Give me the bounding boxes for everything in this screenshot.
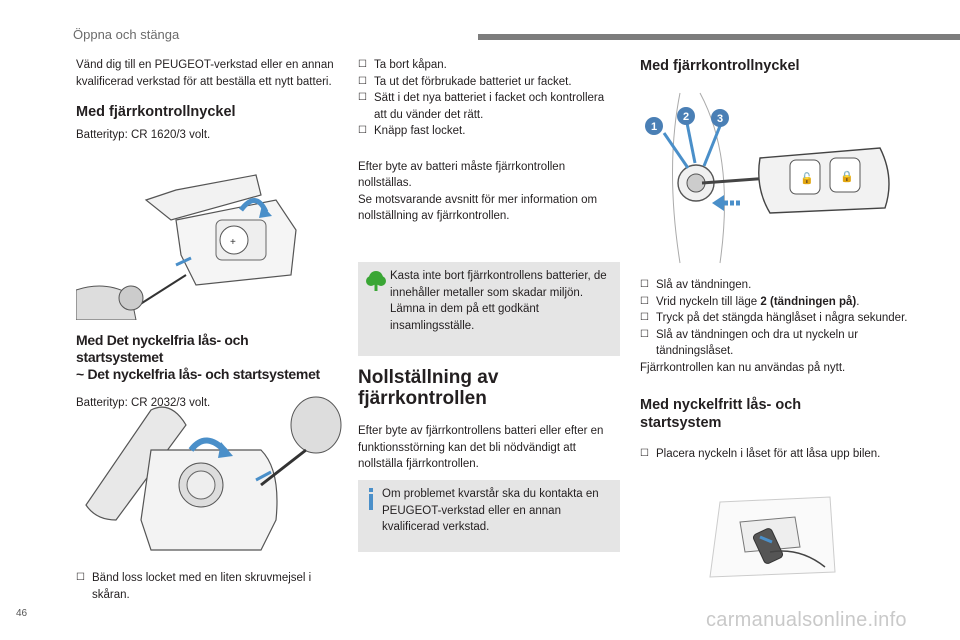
column-2: ☐Ta bort kåpan. ☐Ta ut det förbrukade ba… (358, 57, 620, 225)
section-title: Öppna och stänga (73, 27, 180, 42)
callout-3: 3 (717, 113, 723, 125)
checkbox-icon: ☐ (640, 448, 649, 459)
checkbox-icon: ☐ (640, 295, 649, 307)
svg-text:🔓: 🔓 (800, 172, 814, 185)
info-note-text: Om problemet kvarstår ska du kontakta en… (382, 488, 599, 533)
heading-remote-key-3: Med fjärrkontrollnyckel (640, 58, 800, 74)
heading-reset-2: fjärrkontrollen (358, 388, 487, 409)
svg-text:🔒: 🔒 (840, 170, 854, 183)
bullet-bend: ☐ Bänd loss locket med en liten skruvmej… (76, 570, 338, 603)
checkbox-icon: ☐ (76, 572, 85, 583)
door-handle-illustration (709, 496, 836, 578)
list-item: ☐Ta ut det förbrukade batteriet ur facke… (358, 74, 620, 91)
checkbox-icon: ☐ (358, 92, 367, 103)
heading-keyless-3a: Med nyckelfritt lås- och (640, 397, 802, 413)
callout-1: 1 (651, 121, 657, 133)
list-item: ☐Knäpp fast locket. (358, 123, 620, 140)
env-note-text: Kasta inte bort fjärrkontrollens batteri… (390, 270, 607, 299)
column-1b: Med Det nyckelfria lås- och startsysteme… (76, 332, 338, 412)
list-item: ☐Sätt i det nya batteriet i facket och k… (358, 90, 620, 123)
reset-text: Efter byte av fjärrkontrollens batteri e… (358, 425, 604, 470)
after-change-text: Efter byte av batteri måste fjärrkontrol… (358, 160, 566, 190)
see-section-text: Se motsvarande avsnitt för mer informati… (358, 193, 598, 223)
header-bar (478, 34, 960, 40)
column-3b: ☐Slå av tändningen. ☐Vrid nyckeln till l… (640, 277, 932, 463)
column-2b: Nollställning av fjärrkontrollen Efter b… (358, 367, 620, 473)
list-item: ☐Placera nyckeln i låset för att låsa up… (640, 446, 932, 463)
list-item: ☐Tryck på det stängda hänglåset i några … (640, 310, 932, 327)
list-item: ☐Ta bort kåpan. (358, 57, 620, 74)
column-1: Vänd dig till en PEUGEOT-verkstad eller … (76, 57, 338, 144)
heading-keyless-2: ~ Det nyckelfria lås- och startsystemet (76, 366, 320, 382)
checkbox-icon: ☐ (358, 75, 367, 87)
heading-remote-key: Med fjärrkontrollnyckel (76, 104, 236, 120)
checkbox-icon: ☐ (640, 279, 649, 290)
heading-keyless-3b: startsystem (640, 415, 722, 431)
column-3: Med fjärrkontrollnyckel (640, 57, 930, 75)
ignition-illustration: 🔓 🔒 1 2 3 (645, 92, 890, 264)
heading-keyless-1: Med Det nyckelfria lås- och startsysteme… (76, 332, 249, 365)
list-item: ☐Slå av tändningen. (640, 277, 932, 294)
list-item: ☐Vrid nyckeln till läge 2 (tändningen på… (640, 294, 932, 311)
column-1c: ☐ Bänd loss locket med en liten skruvmej… (76, 570, 338, 603)
svg-text:+: + (230, 237, 236, 248)
after-text: Fjärrkontrollen kan nu användas på nytt. (640, 361, 846, 374)
environment-note: Kasta inte bort fjärrkontrollens batteri… (358, 262, 620, 356)
remote-key-illustration: + (76, 174, 297, 320)
list-item: ☐Slå av tändningen och dra ut nyckeln ur… (640, 327, 932, 360)
heading-reset-1: Nollställning av (358, 367, 499, 388)
battery-type-2: Batterityp: CR 2032/3 volt. (76, 397, 211, 409)
keyless-fob-illustration (85, 396, 342, 551)
intro-text: Vänd dig till en PEUGEOT-verkstad eller … (76, 59, 334, 88)
info-icon (369, 488, 373, 510)
checkbox-icon: ☐ (358, 59, 367, 70)
watermark: carmanualsonline.info (706, 609, 907, 631)
page-number: 46 (16, 608, 28, 619)
checkbox-icon: ☐ (640, 312, 649, 323)
tree-icon (366, 271, 386, 291)
battery-type-1: Batterityp: CR 1620/3 volt. (76, 129, 211, 141)
checkbox-icon: ☐ (358, 125, 367, 136)
callout-2: 2 (683, 111, 689, 123)
info-note: Om problemet kvarstår ska du kontakta en… (358, 480, 620, 552)
checkbox-icon: ☐ (640, 328, 649, 340)
env-note-text-2: Lämna in dem på ett godkänt insamlingsst… (390, 303, 539, 332)
